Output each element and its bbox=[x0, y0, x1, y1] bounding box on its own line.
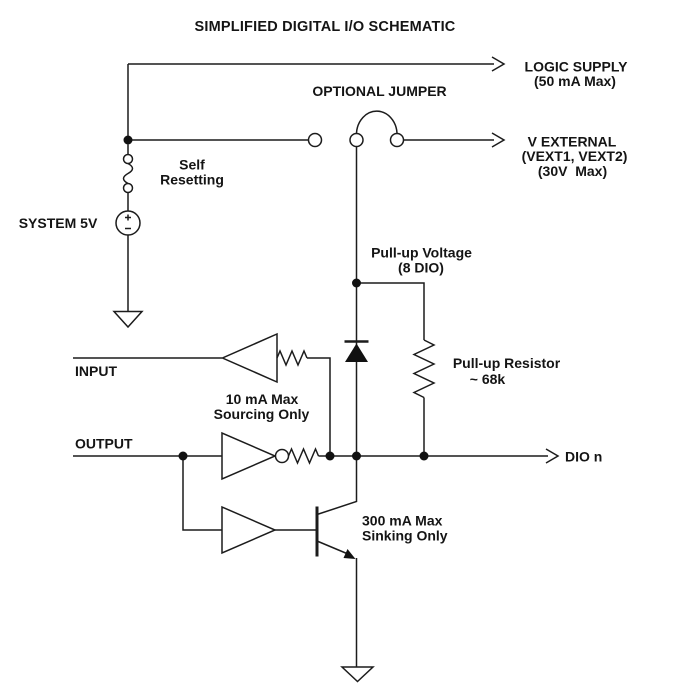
diode-symbol bbox=[344, 340, 369, 362]
jumper-pad-icon bbox=[349, 132, 364, 148]
sourcing-label-line2: Sourcing Only bbox=[214, 406, 310, 422]
input-path-wire bbox=[73, 332, 331, 452]
vext-wire bbox=[132, 132, 506, 148]
voltage-source-symbol bbox=[115, 210, 141, 311]
plus-icon bbox=[125, 214, 131, 221]
pullup-voltage-label-line1: Pull-up Voltage bbox=[371, 245, 472, 261]
output-buffer-symbol bbox=[221, 431, 277, 481]
jumper-pad-icon bbox=[389, 132, 405, 148]
sourcing-label-line1: 10 mA Max bbox=[226, 391, 299, 407]
jumper-pad-icon bbox=[307, 132, 323, 148]
npn-transistor-symbol bbox=[315, 456, 358, 667]
pullup-resistor-branch bbox=[356, 282, 436, 456]
resistor-icon bbox=[276, 349, 308, 367]
junction-dots bbox=[123, 135, 429, 461]
dio-n-label: DIO n bbox=[565, 449, 602, 465]
output-label: OUTPUT bbox=[75, 436, 133, 452]
optional-jumper-label: OPTIONAL JUMPER bbox=[312, 83, 446, 99]
pullup-resistor-label-line2: ~ 68k bbox=[470, 371, 506, 387]
transistor-emitter-icon bbox=[316, 540, 349, 555]
arrow-right-icon bbox=[491, 56, 506, 72]
ground-symbol-bottom bbox=[340, 666, 375, 683]
pullup-resistor-label-line1: Pull-up Resistor bbox=[453, 355, 561, 371]
jumper-arc-icon bbox=[355, 110, 398, 134]
logic-supply-limit: (50 mA Max) bbox=[534, 73, 616, 89]
input-label: INPUT bbox=[75, 363, 117, 379]
input-buffer-symbol bbox=[220, 332, 278, 384]
logic-supply-wire bbox=[127, 56, 506, 136]
ground-symbol-left bbox=[112, 310, 144, 329]
arrow-right-icon bbox=[491, 132, 506, 148]
sinking-label-line2: Sinking Only bbox=[362, 528, 448, 544]
inverter-bubble-icon bbox=[274, 448, 290, 464]
jumper-symbol bbox=[307, 110, 405, 148]
v-external-limit: (30V Max) bbox=[538, 163, 607, 179]
system-5v-label: SYSTEM 5V bbox=[19, 215, 98, 231]
resistor-icon bbox=[287, 447, 320, 465]
pullup-voltage-label-line2: (8 DIO) bbox=[398, 260, 444, 276]
self-resetting-label-line1: Self bbox=[179, 157, 205, 173]
fuse-symbol bbox=[122, 144, 134, 211]
arrow-right-icon bbox=[545, 448, 560, 464]
emitter-arrow-icon bbox=[343, 549, 356, 559]
sink-driver-wire bbox=[182, 456, 316, 555]
logic-supply-label: LOGIC SUPPLY bbox=[525, 59, 629, 75]
resistor-icon bbox=[412, 339, 436, 399]
sinking-label-line1: 300 mA Max bbox=[362, 513, 443, 529]
schematic-title: SIMPLIFIED DIGITAL I/O SCHEMATIC bbox=[195, 19, 456, 35]
v-external-label: V EXTERNAL bbox=[528, 134, 617, 150]
self-resetting-label-line2: Resetting bbox=[160, 172, 224, 188]
v-external-names: (VEXT1, VEXT2) bbox=[522, 148, 628, 164]
transistor-collector-icon bbox=[316, 456, 358, 516]
sink-buffer-symbol bbox=[221, 505, 277, 555]
output-path-wire bbox=[73, 431, 560, 481]
